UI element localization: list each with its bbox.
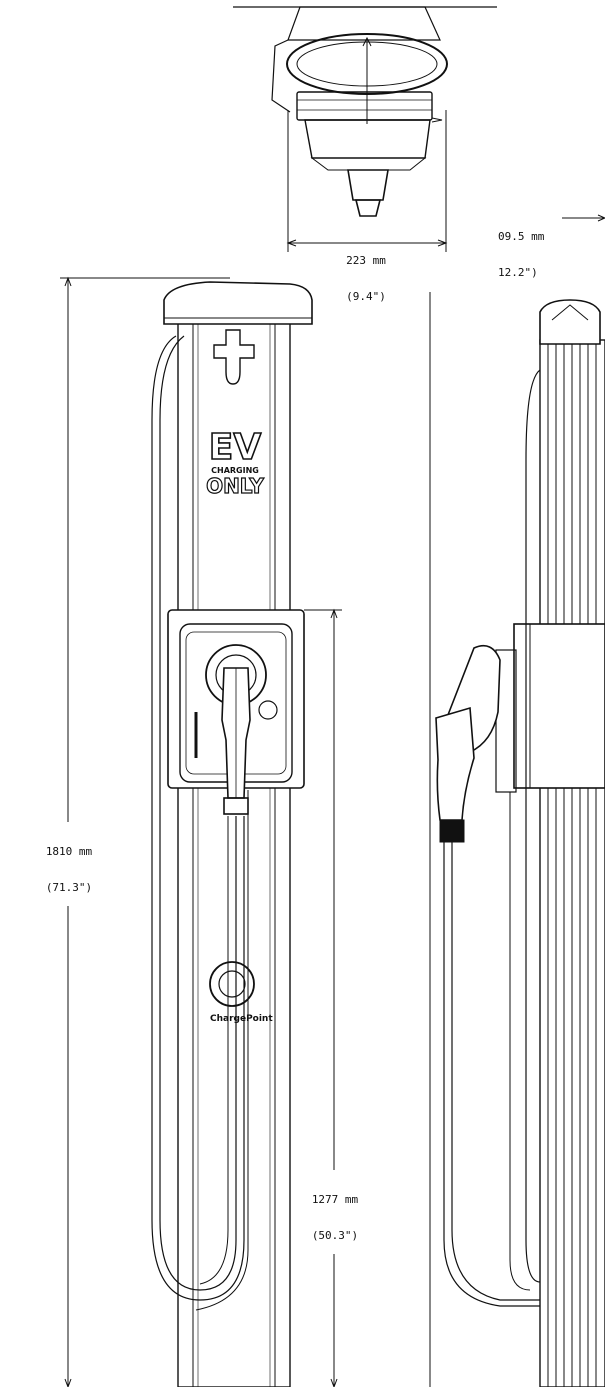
sign-charging: CHARGING xyxy=(211,466,259,475)
depth-mm: 09.5 mm xyxy=(498,230,545,243)
overall-height-inch: (71.3") xyxy=(45,881,93,894)
side-view xyxy=(429,292,605,1387)
top-view xyxy=(233,6,605,252)
brand-mark: ChargePoint xyxy=(210,1014,273,1024)
holster-height-label: 1277 mm (50.3") xyxy=(303,1170,367,1254)
width-dimension-label: 223 mm (9.4") xyxy=(336,231,396,315)
overall-height-label: 1810 mm (71.3") xyxy=(34,822,104,906)
front-view xyxy=(60,276,342,1387)
holster-height-inch: (50.3") xyxy=(311,1229,359,1242)
sign-only: ONLY xyxy=(205,474,264,498)
pedestal-sign: EV CHARGING ONLY xyxy=(205,427,264,498)
width-mm: 223 mm xyxy=(346,254,386,267)
sign-ev: EV xyxy=(208,427,262,468)
depth-dimension-label: 09.5 mm 12.2") xyxy=(498,207,544,291)
width-inch: (9.4") xyxy=(346,290,386,303)
holster-height-mm: 1277 mm xyxy=(311,1193,359,1206)
depth-inch: 12.2") xyxy=(498,266,538,279)
overall-height-mm: 1810 mm xyxy=(45,845,93,858)
